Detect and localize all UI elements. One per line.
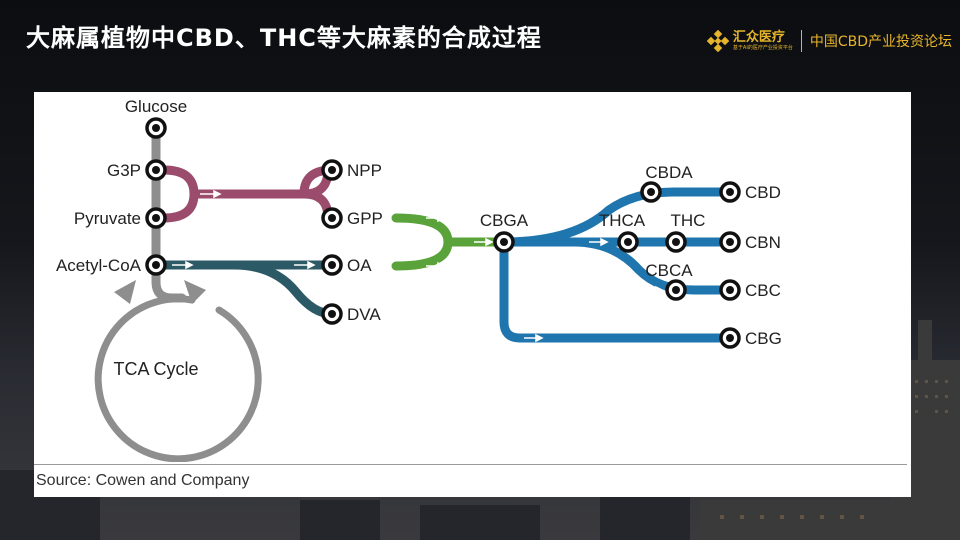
acetyl-coa-label: Acetyl-CoA xyxy=(56,256,142,275)
cannabinoid-pathway-diagram: Glucose G3P Pyruvate Acetyl-CoA TCA Cycl… xyxy=(56,97,782,462)
source-citation: Source: Cowen and Company xyxy=(36,472,250,489)
brand-forum-name: 中国CBD产业投资论坛 xyxy=(809,34,952,50)
cbc-label: CBC xyxy=(745,281,781,300)
cbda-label: CBDA xyxy=(645,163,693,182)
thc-label: THC xyxy=(671,211,706,230)
glucose-trunk-line xyxy=(151,123,187,303)
brand-divider xyxy=(800,30,802,52)
cbd-label: CBD xyxy=(745,183,781,202)
source-divider xyxy=(34,464,907,465)
brand-header: 汇众医疗 基于AI的医疗产业投资平台 中国CBD产业投资论坛 xyxy=(706,30,952,52)
npp-label: NPP xyxy=(347,161,382,180)
tca-arrowhead-left xyxy=(114,280,136,304)
g3p-label: G3P xyxy=(107,161,141,180)
glucose-label: Glucose xyxy=(125,97,187,116)
tca-arrowhead-right xyxy=(184,280,206,304)
pyruvate-label: Pyruvate xyxy=(74,209,141,228)
thca-label: THCA xyxy=(599,211,646,230)
slide-title: 大麻属植物中CBD、THC等大麻素的合成过程 xyxy=(26,24,542,52)
cbn-label: CBN xyxy=(745,233,781,252)
cbg-label: CBG xyxy=(745,329,782,348)
brand-logo: 汇众医疗 基于AI的医疗产业投资平台 xyxy=(706,30,793,52)
city-skyline-background xyxy=(0,320,960,540)
brand-name: 汇众医疗 xyxy=(732,30,785,45)
brand-mark-icon xyxy=(706,30,729,52)
cbga-to-cbg-line xyxy=(499,237,735,343)
gpp-label: GPP xyxy=(347,209,383,228)
cbca-label: CBCA xyxy=(645,261,693,280)
diagram-card: Glucose G3P Pyruvate Acetyl-CoA TCA Cycl… xyxy=(34,92,911,497)
tca-cycle-path xyxy=(94,295,262,462)
brand-tagline: 基于AI的医疗产业投资平台 xyxy=(732,45,793,51)
dva-label: DVA xyxy=(347,305,381,324)
cbga-label: CBGA xyxy=(480,211,529,230)
tca-cycle-label: TCA Cycle xyxy=(113,359,198,379)
oa-label: OA xyxy=(347,256,372,275)
